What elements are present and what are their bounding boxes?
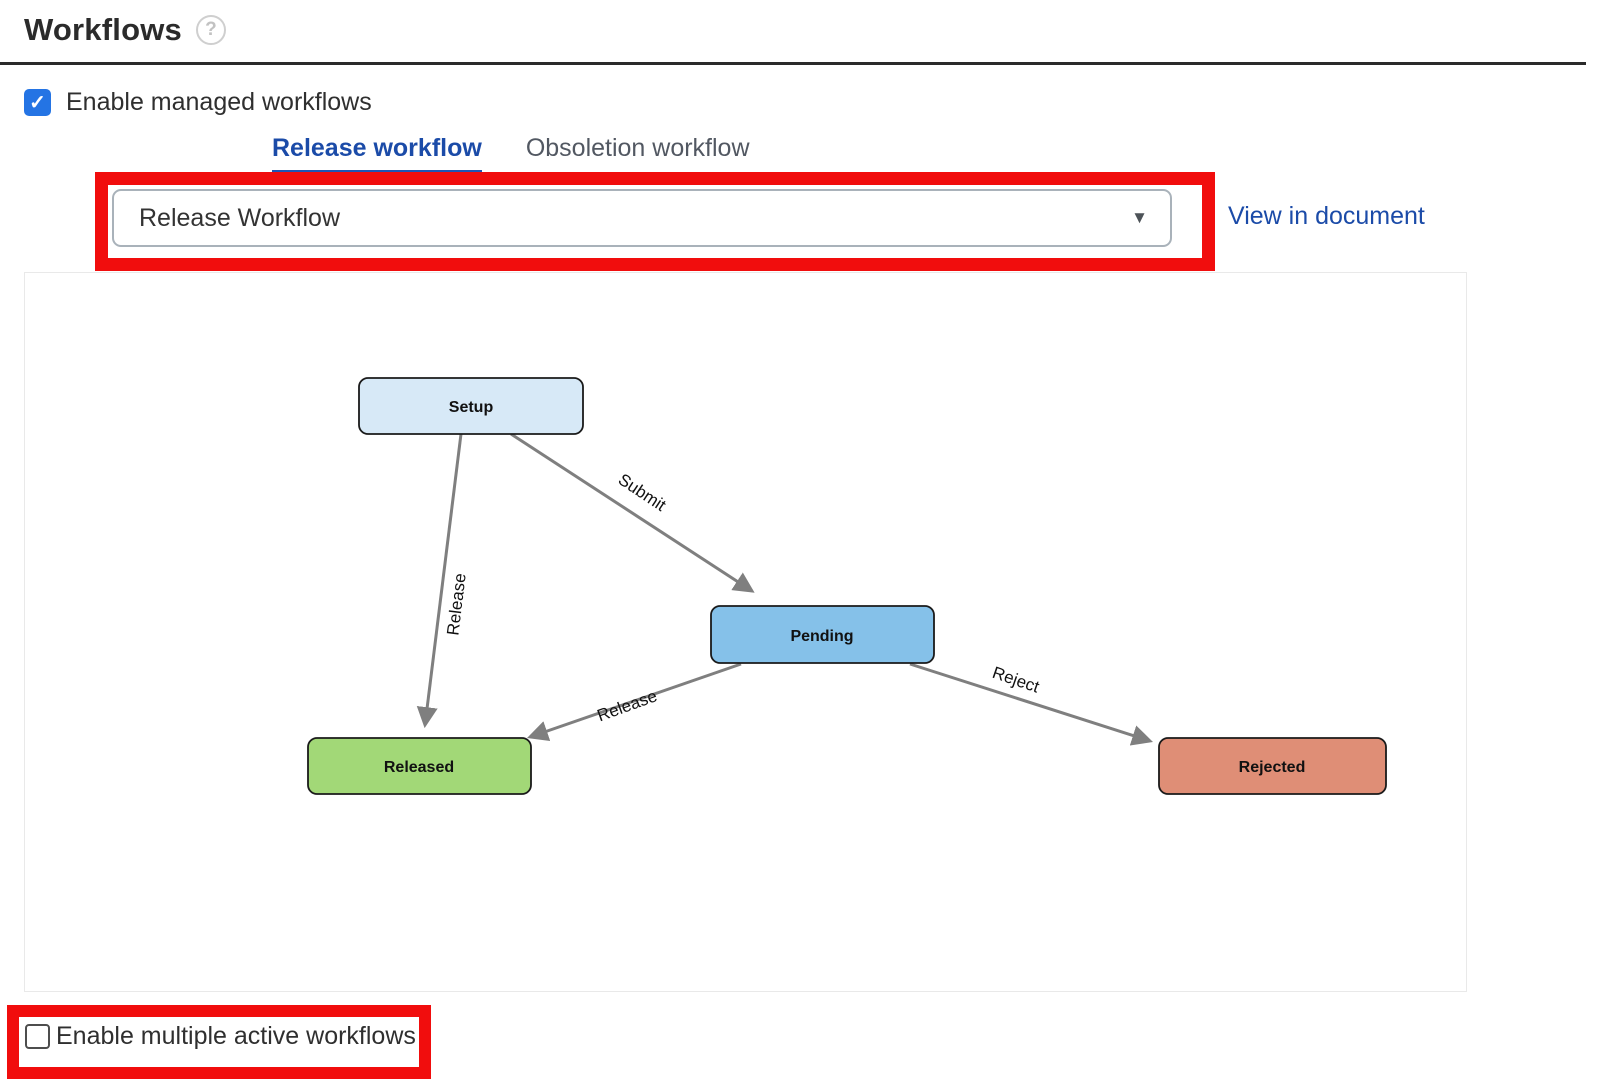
managed-workflows-checkbox[interactable]: ✓ bbox=[24, 89, 51, 116]
edge-setup-released bbox=[416, 433, 463, 729]
page-header: Workflows ? bbox=[24, 12, 226, 48]
node-rejected-label: Rejected bbox=[1239, 759, 1306, 776]
workflow-select-value: Release Workflow bbox=[139, 203, 341, 232]
node-setup-label: Setup bbox=[449, 399, 494, 416]
node-pending-label: Pending bbox=[790, 628, 853, 645]
edge-label-release-left: Release bbox=[443, 572, 469, 636]
chevron-down-icon: ▼ bbox=[1131, 208, 1148, 227]
workflow-tabs: Release workflow Obsoletion workflow bbox=[272, 134, 750, 175]
managed-workflows-label: Enable managed workflows bbox=[66, 88, 372, 116]
node-pending[interactable]: Pending bbox=[710, 605, 935, 664]
node-setup[interactable]: Setup bbox=[358, 377, 584, 435]
workflow-diagram: Submit Release Release Reject Setup Pend… bbox=[307, 377, 1387, 795]
workflow-diagram-panel: Submit Release Release Reject Setup Pend… bbox=[24, 272, 1467, 992]
workflow-select[interactable]: Release Workflow ▼ bbox=[112, 189, 1172, 247]
multiple-workflows-label: Enable multiple active workflows bbox=[56, 1022, 416, 1050]
help-icon[interactable]: ? bbox=[195, 15, 226, 45]
edge-setup-pending bbox=[510, 432, 755, 593]
edge-pending-rejected bbox=[909, 662, 1153, 746]
node-rejected[interactable]: Rejected bbox=[1158, 737, 1387, 795]
edge-pending-released bbox=[527, 662, 742, 742]
tab-release-workflow[interactable]: Release workflow bbox=[272, 134, 482, 175]
edge-label-release-mid: Release bbox=[595, 686, 660, 725]
view-in-document-link[interactable]: View in document bbox=[1228, 202, 1425, 230]
multiple-workflows-row: Enable multiple active workflows bbox=[25, 1022, 416, 1051]
node-released[interactable]: Released bbox=[307, 737, 532, 795]
multiple-workflows-checkbox[interactable] bbox=[25, 1024, 50, 1049]
page-title: Workflows bbox=[24, 12, 182, 47]
tab-obsoletion-workflow[interactable]: Obsoletion workflow bbox=[525, 134, 750, 162]
header-divider bbox=[0, 62, 1586, 65]
managed-workflows-row: ✓ Enable managed workflows bbox=[24, 88, 372, 117]
node-released-label: Released bbox=[384, 759, 454, 776]
